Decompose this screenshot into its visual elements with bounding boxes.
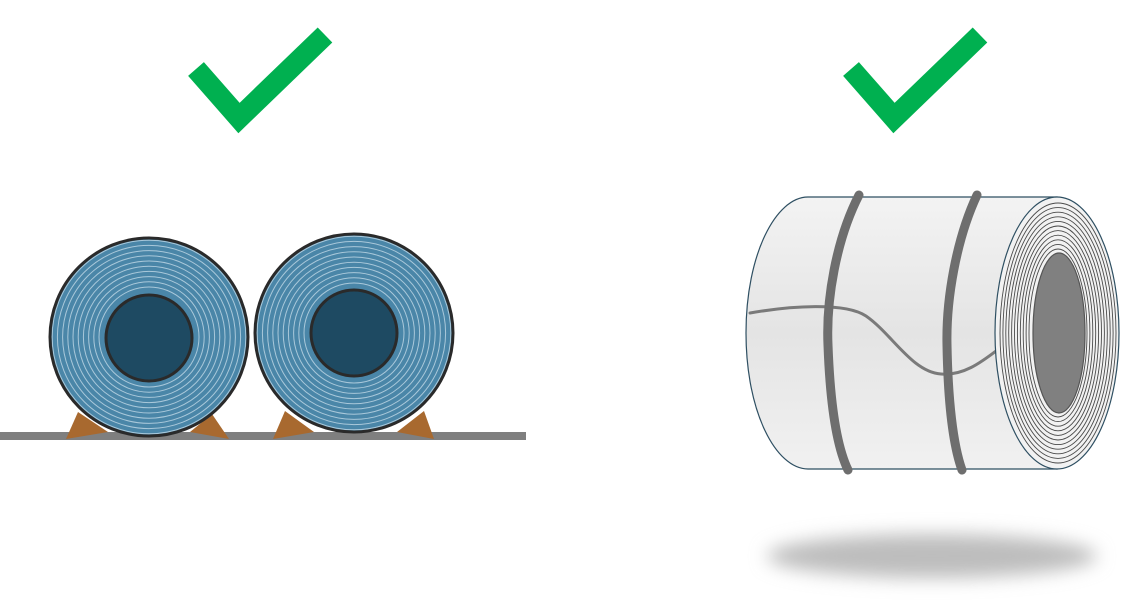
coil-bore bbox=[1032, 252, 1086, 414]
steel-coil-left bbox=[48, 236, 250, 438]
wrap-layer bbox=[1011, 220, 1105, 446]
coil-ring bbox=[72, 260, 226, 414]
coil-ring bbox=[267, 246, 441, 420]
chock-right-1 bbox=[273, 411, 314, 439]
wrap-layer bbox=[1016, 230, 1100, 436]
coil-ring bbox=[298, 277, 410, 389]
coil-ring bbox=[56, 244, 242, 430]
coil-ring bbox=[77, 265, 221, 409]
wrap-layer bbox=[999, 202, 1117, 464]
chock-left-2 bbox=[190, 414, 229, 439]
wrap-seam bbox=[748, 305, 1002, 376]
coil-ring bbox=[98, 286, 200, 388]
coil-ring bbox=[67, 255, 231, 419]
wrap-layer bbox=[1025, 243, 1091, 423]
wrap-layer bbox=[1005, 211, 1111, 455]
wrapped-coil-end bbox=[994, 196, 1120, 470]
coil-ring bbox=[261, 240, 447, 426]
coil-ring bbox=[282, 261, 426, 405]
chock-right-2 bbox=[397, 411, 434, 439]
coil-ring bbox=[303, 282, 405, 384]
coil-ring bbox=[256, 235, 452, 431]
steel-coil-right bbox=[253, 232, 455, 434]
check-icon bbox=[843, 27, 988, 134]
coil-ring bbox=[277, 256, 431, 410]
floor-line bbox=[0, 432, 526, 440]
wrapped-coil-body bbox=[745, 196, 1058, 470]
coil-ring bbox=[93, 281, 205, 393]
wrap-layer bbox=[1002, 207, 1114, 459]
coil-shadow bbox=[767, 534, 1097, 578]
wrap-layer bbox=[1022, 239, 1094, 427]
check-icon bbox=[188, 27, 333, 134]
right-panel bbox=[745, 27, 1120, 578]
coil-ring bbox=[287, 266, 421, 400]
chock-left-1 bbox=[66, 412, 108, 439]
coil-ring bbox=[51, 239, 247, 435]
left-panel bbox=[0, 27, 526, 440]
steel-strap-1 bbox=[823, 190, 864, 475]
wrap-layer bbox=[1028, 248, 1088, 418]
coil-core-left bbox=[104, 293, 194, 383]
coil-ring bbox=[82, 270, 216, 404]
wrap-layer bbox=[1008, 216, 1108, 450]
coil-ring bbox=[88, 276, 210, 398]
coil-ring bbox=[293, 272, 415, 394]
coil-ring bbox=[62, 250, 236, 424]
wrap-layer bbox=[1019, 234, 1097, 432]
coil-ring bbox=[272, 251, 436, 415]
wrapped-coil bbox=[745, 190, 1120, 475]
steel-strap-2 bbox=[942, 190, 982, 475]
coil-core-right bbox=[309, 288, 399, 378]
wrap-layer bbox=[1014, 225, 1102, 441]
